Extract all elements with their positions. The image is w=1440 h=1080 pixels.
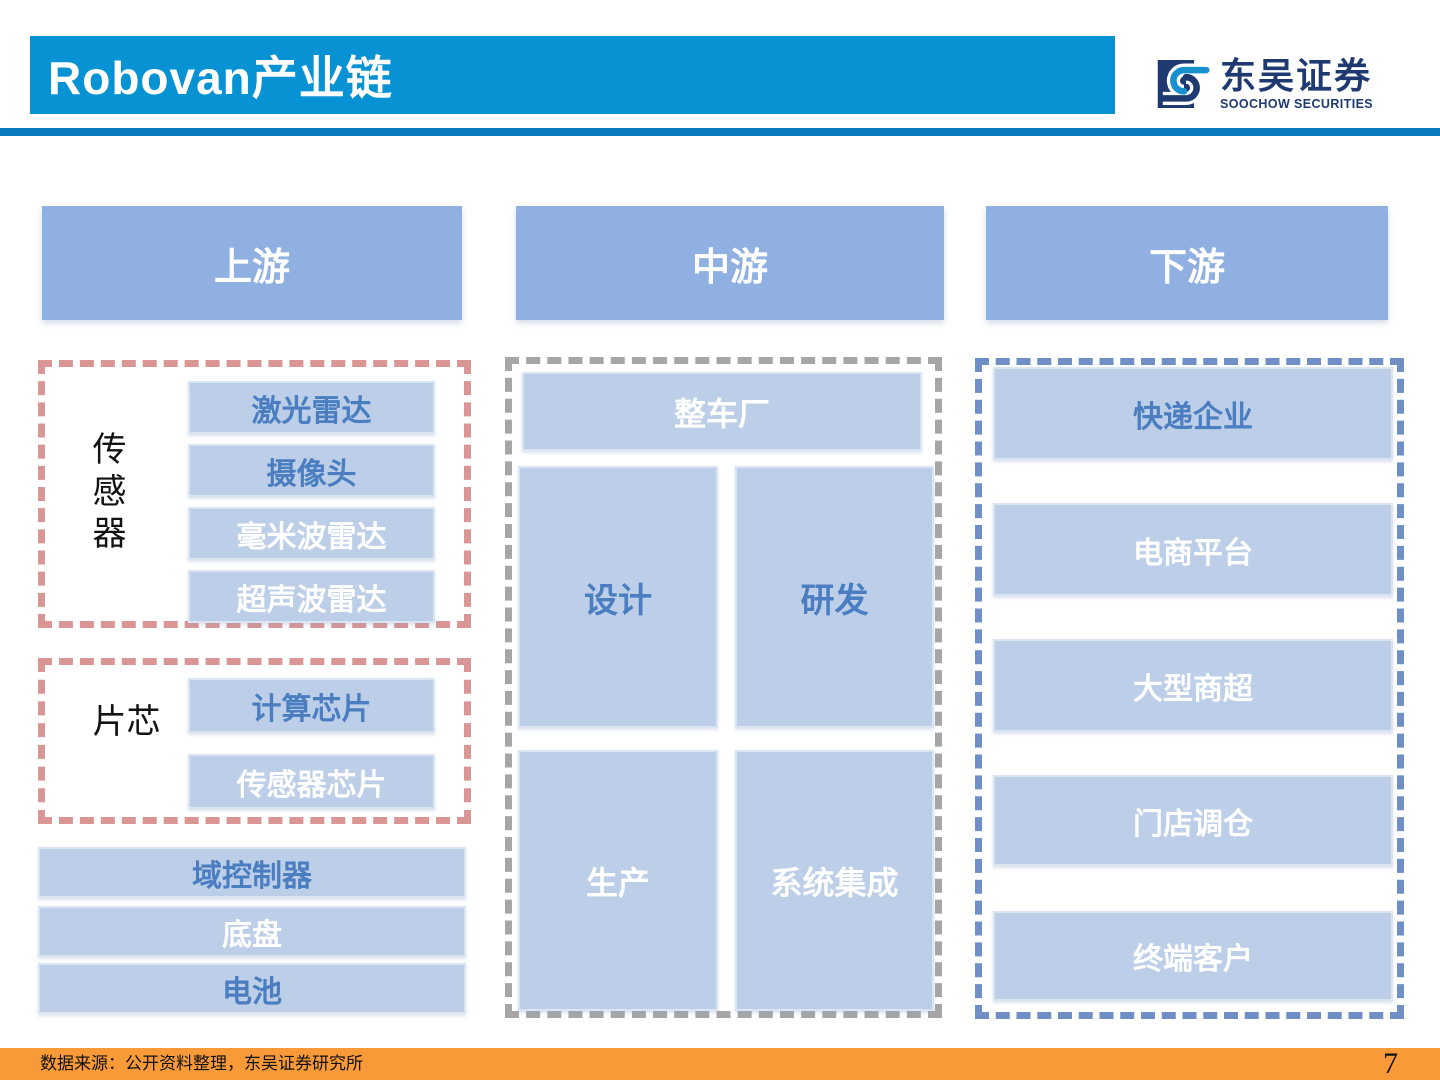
item-store-warehouse-transfer: 门店调仓 [993,775,1393,866]
page-title: Robovan产业链 [48,52,393,104]
column-header-downstream: 下游 [986,206,1388,320]
logo-text: 东吴证券 SOOCHOW SECURITIES [1220,56,1374,111]
sensor-group-frame: 传感器 [38,360,471,628]
column-header-upstream: 上游 [42,206,462,320]
item-ecommerce-platforms: 电商平台 [993,503,1393,596]
soochow-securities-logo: 东吴证券 SOOCHOW SECURITIES [1156,56,1374,111]
item-sensor-chip: 传感器芯片 [188,754,435,809]
item-large-supermarkets: 大型商超 [993,639,1393,732]
header-divider-line [0,128,1440,136]
item-system-integration: 系统集成 [735,750,934,1011]
item-camera: 摄像头 [188,444,435,497]
data-source-note: 数据来源：公开资料整理，东吴证券研究所 [40,1054,363,1073]
item-ultrasonic-radar: 超声波雷达 [188,570,435,623]
item-oem-factory: 整车厂 [522,372,922,451]
item-computing-chip: 计算芯片 [188,678,435,733]
item-millimeter-wave-radar: 毫米波雷达 [188,507,435,560]
item-domain-controller: 域控制器 [38,847,466,898]
item-chassis: 底盘 [38,906,466,957]
midstream-group-frame [505,357,942,1018]
sensor-group-label: 传感器 [87,431,125,557]
item-research-development: 研发 [735,466,934,728]
item-express-companies: 快递企业 [993,367,1393,460]
downstream-group-frame [975,358,1404,1019]
item-end-customers: 终端客户 [993,911,1393,1001]
logo-name-en: SOOCHOW SECURITIES [1220,96,1374,111]
item-battery: 电池 [38,963,466,1014]
page-number: 7 [1383,1047,1398,1080]
column-header-midstream: 中游 [516,206,944,320]
logo-name-cn: 东吴证券 [1220,56,1373,96]
soochow-logo-icon [1157,60,1210,109]
item-lidar: 激光雷达 [188,381,435,434]
title-bar: Robovan产业链 [30,36,1115,114]
chip-group-frame: 芯片 [38,658,471,824]
chip-group-label: 芯片 [87,703,159,745]
footer-bar: 数据来源：公开资料整理，东吴证券研究所 7 [0,1048,1440,1080]
item-design: 设计 [518,466,718,728]
item-production: 生产 [518,750,718,1011]
